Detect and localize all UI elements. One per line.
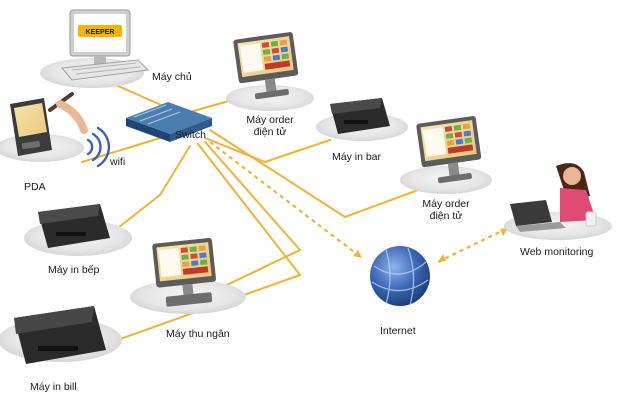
wifi-icon: [86, 126, 111, 168]
connection-lines: [81, 85, 419, 349]
receipt-printer-icon: [14, 306, 106, 364]
label-pda: PDA: [24, 181, 46, 193]
receipt-printer-icon: [38, 204, 110, 248]
network-switch-icon: [126, 102, 212, 142]
keyboard-icon: [61, 59, 150, 81]
globe-icon: [370, 246, 430, 306]
wire-switch-cashier: [204, 141, 302, 293]
keeper-logo: KEEPER: [86, 29, 115, 36]
pos-terminal-icon: [233, 31, 299, 100]
label-may-in-bep: Máy in bếp: [48, 264, 100, 276]
wire-switch-order2: [209, 129, 419, 219]
label-may-in-bill: Máy in bill: [30, 381, 77, 393]
label-may-chu: Máy chủ: [152, 71, 192, 83]
receipt-printer-icon: [330, 98, 390, 134]
server-monitor-icon: KEEPER: [69, 9, 131, 64]
label-may-order-2: Máy order điện tử: [422, 198, 470, 222]
person-laptop-icon: [510, 163, 597, 232]
wire-switch-printer-bar: [204, 137, 331, 164]
label-web-monitoring: Web monitoring: [520, 246, 594, 258]
pos-terminal-icon: [416, 115, 482, 184]
link-internet-web: [437, 227, 509, 263]
wire-switch-printer-kitchen: [104, 145, 191, 239]
wire-server-switch: [117, 85, 169, 109]
wire-switch-printer-bill: [94, 143, 302, 349]
label-may-in-bar: Máy in bar: [332, 151, 382, 163]
label-internet: Internet: [380, 325, 416, 337]
pda-icon: [10, 92, 88, 156]
label-wifi: wifi: [110, 156, 126, 168]
dashed-links: [209, 141, 509, 263]
label-switch: Switch: [175, 129, 206, 141]
label-may-thu-ngan: Máy thu ngân: [166, 328, 230, 340]
pos-terminal-icon: [152, 237, 217, 307]
label-may-order-1: Máy order điện tử: [246, 114, 294, 138]
